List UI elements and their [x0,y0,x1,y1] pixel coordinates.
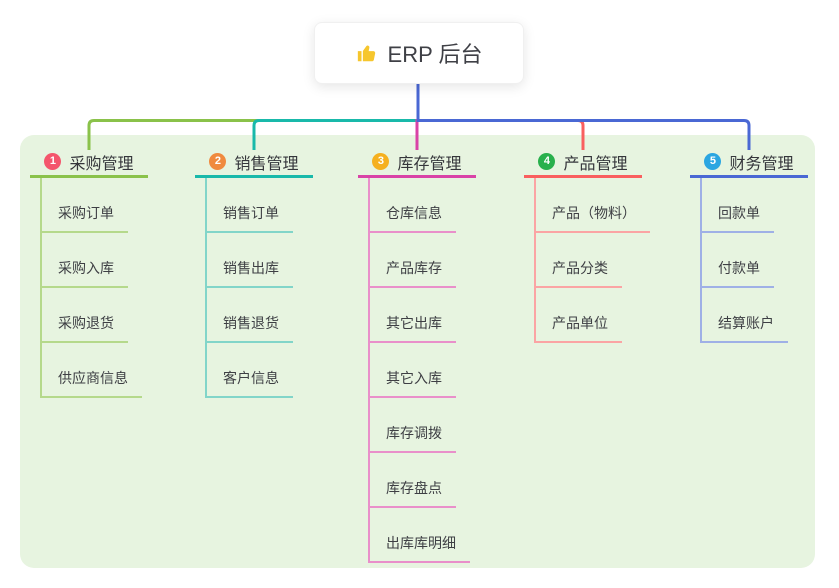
mindmap-node[interactable]: 出库库明细 [368,533,470,563]
mindmap-node-row: 产品库存 [358,233,476,288]
mindmap-node[interactable]: 采购订单 [40,203,128,233]
connector-trunk [700,178,702,343]
mindmap-node[interactable]: 库存调拨 [368,423,456,453]
mindmap-node-row: 出库库明细 [358,508,476,563]
mindmap-node-row: 结算账户 [690,288,808,343]
branch-number-badge: 5 [704,153,722,170]
canvas-background-panel [20,135,815,568]
mindmap-node-row: 产品（物料） [524,178,650,233]
mindmap-node[interactable]: 采购退货 [40,313,128,343]
branch-label: 库存管理 [397,155,462,173]
mindmap-node-row: 采购退货 [30,288,148,343]
branch-number-badge: 4 [538,153,556,170]
branch-finance: 5 财务管理 回款单 付款单 结算账户 [690,148,808,343]
branch-label: 采购管理 [69,155,134,173]
mindmap-node-row: 供应商信息 [30,343,148,398]
mindmap-node-row: 产品单位 [524,288,642,343]
mindmap-node-row: 销售出库 [195,233,313,288]
branch-children: 回款单 付款单 结算账户 [690,178,808,343]
connector-trunk [40,178,42,398]
root-title: ERP 后台 [387,42,483,67]
mindmap-node[interactable]: 回款单 [700,203,774,233]
branch-children: 采购订单 采购入库 采购退货 供应商信息 [30,178,148,398]
mindmap-node-row: 库存调拨 [358,398,476,453]
mindmap-node[interactable]: 产品分类 [534,258,622,288]
mindmap-node-row: 付款单 [690,233,808,288]
mindmap-node[interactable]: 产品库存 [368,258,456,288]
mindmap-node-row: 其它入库 [358,343,476,398]
connector-trunk [368,178,370,563]
branch-number-badge: 1 [44,153,62,170]
branch-title[interactable]: 5 财务管理 [690,148,808,178]
branch-children: 产品（物料） 产品分类 产品单位 [524,178,650,343]
connector-trunk [534,178,536,343]
mindmap-node[interactable]: 供应商信息 [40,368,142,398]
mindmap-node[interactable]: 产品（物料） [534,203,650,233]
mindmap-node[interactable]: 其它入库 [368,368,456,398]
root-node[interactable]: ERP 后台 [314,22,524,84]
connector-trunk [205,178,207,398]
branch-purchase: 1 采购管理 采购订单 采购入库 采购退货 供应商信息 [30,148,148,398]
mindmap-node-row: 仓库信息 [358,178,476,233]
branch-children: 仓库信息 产品库存 其它出库 其它入库 库存调拨 库存盘点 出库库明细 [358,178,476,563]
mindmap-node-row: 销售退货 [195,288,313,343]
branch-title[interactable]: 1 采购管理 [30,148,148,178]
mindmap-node[interactable]: 销售订单 [205,203,293,233]
mindmap-node[interactable]: 产品单位 [534,313,622,343]
mindmap-node[interactable]: 结算账户 [700,313,788,343]
mindmap-node-row: 采购订单 [30,178,148,233]
mindmap-node-row: 客户信息 [195,343,313,398]
branch-number-badge: 2 [209,153,227,170]
branch-title[interactable]: 2 销售管理 [195,148,313,178]
mindmap-node[interactable]: 付款单 [700,258,774,288]
thumbs-up-icon [357,45,375,62]
mindmap-node[interactable]: 其它出库 [368,313,456,343]
mindmap-node-row: 采购入库 [30,233,148,288]
branch-number-badge: 3 [372,153,390,170]
mindmap-node-row: 产品分类 [524,233,642,288]
branch-label: 销售管理 [234,155,299,173]
branch-inventory: 3 库存管理 仓库信息 产品库存 其它出库 其它入库 库存调拨 库存盘点 出库库… [358,148,476,563]
branch-label: 财务管理 [729,155,794,173]
branch-product: 4 产品管理 产品（物料） 产品分类 产品单位 [524,148,650,343]
branch-label: 产品管理 [563,155,628,173]
mindmap-node-row: 库存盘点 [358,453,476,508]
mindmap-node[interactable]: 库存盘点 [368,478,456,508]
branch-title[interactable]: 3 库存管理 [358,148,476,178]
mindmap-node[interactable]: 销售出库 [205,258,293,288]
mindmap-node[interactable]: 采购入库 [40,258,128,288]
mindmap-node-row: 其它出库 [358,288,476,343]
mindmap-node[interactable]: 仓库信息 [368,203,456,233]
branch-sales: 2 销售管理 销售订单 销售出库 销售退货 客户信息 [195,148,313,398]
branch-children: 销售订单 销售出库 销售退货 客户信息 [195,178,313,398]
mindmap-node-row: 销售订单 [195,178,313,233]
mindmap-node[interactable]: 销售退货 [205,313,293,343]
mindmap-node[interactable]: 客户信息 [205,368,293,398]
branch-title[interactable]: 4 产品管理 [524,148,642,178]
mindmap-node-row: 回款单 [690,178,808,233]
